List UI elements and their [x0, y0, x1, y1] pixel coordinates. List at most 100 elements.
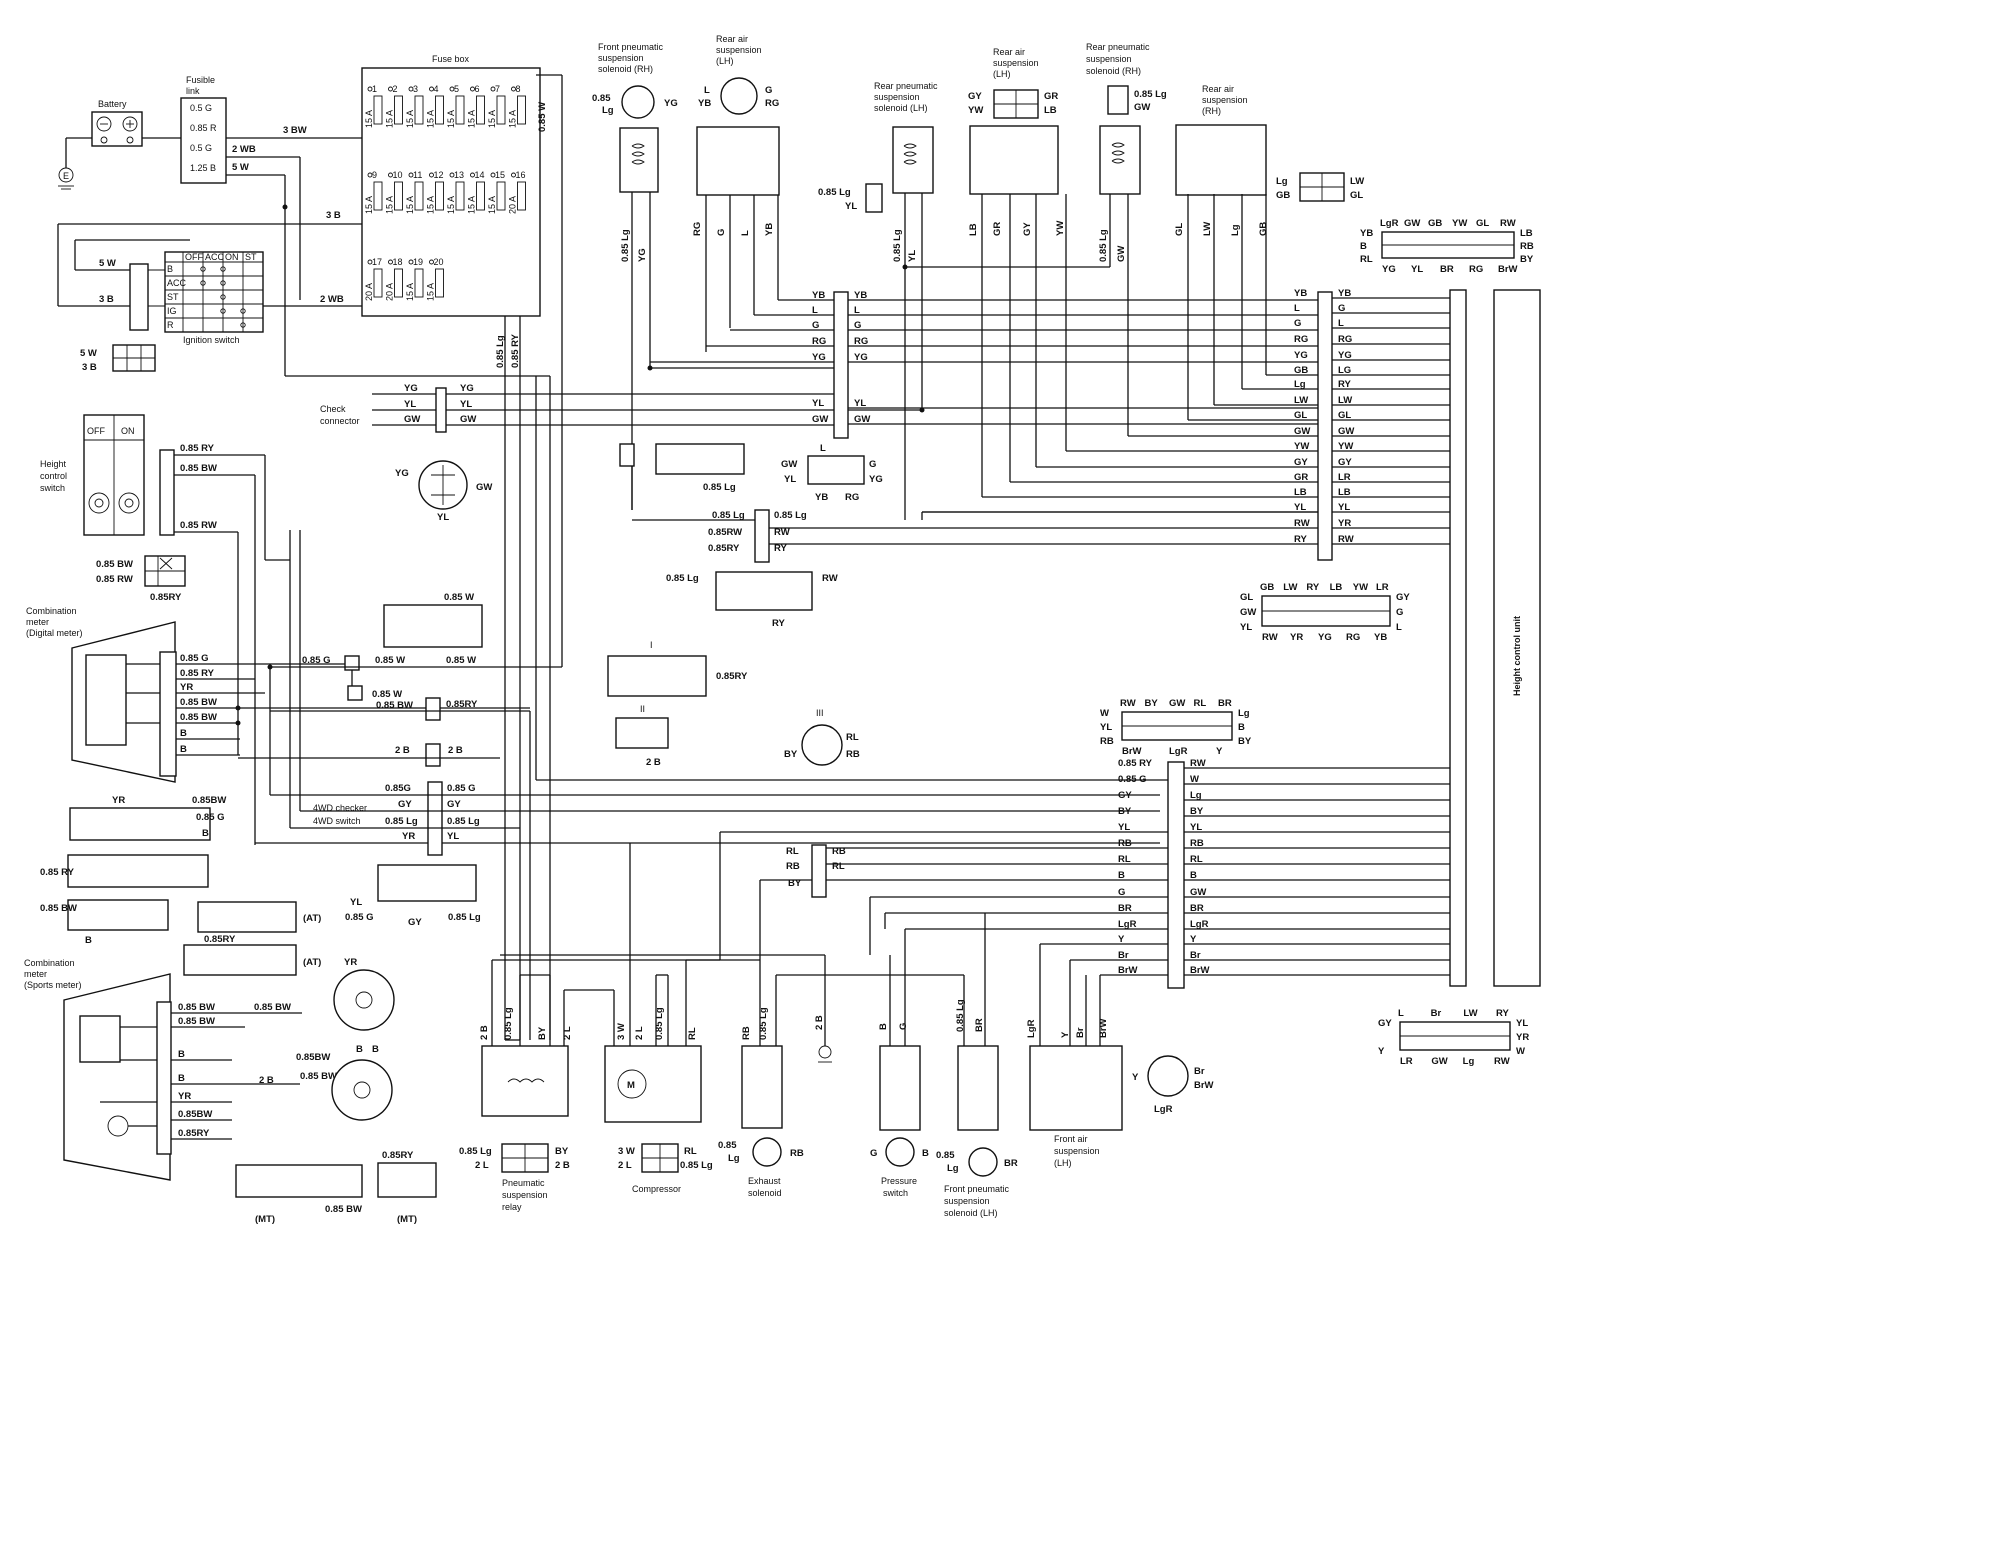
fuse-terminal [388, 172, 393, 178]
rear-air-suspension-lh-2: Rear air suspension (LH) GY YW GR LB [968, 47, 1059, 195]
pin-label: LR [1400, 1056, 1413, 1067]
svg-text:YR: YR [112, 795, 125, 806]
svg-text:II: II [640, 704, 645, 714]
svg-text:GW: GW [460, 414, 476, 425]
svg-text:0.85 W: 0.85 W [444, 592, 474, 603]
pin-label: RB [1520, 241, 1534, 252]
wire-label: RB [1190, 838, 1204, 849]
ignition-row-label: ST [167, 292, 179, 302]
plug-iii: III RL BY RB [784, 708, 860, 766]
pin-label: YG [1382, 264, 1396, 275]
fuse-rating: 15 A [385, 196, 395, 214]
fuse-icon [455, 181, 465, 211]
wire-label: 3 W [616, 1023, 627, 1040]
svg-text:0.85 Lg: 0.85 Lg [459, 1146, 492, 1157]
wire-label: 0.85 BW [178, 1016, 215, 1027]
svg-text:YR: YR [402, 831, 415, 842]
svg-text:solenoid (RH): solenoid (RH) [1086, 66, 1141, 76]
svg-text:3 W: 3 W [618, 1146, 635, 1157]
svg-text:solenoid (LH): solenoid (LH) [944, 1208, 998, 1218]
svg-text:0.85BW: 0.85BW [192, 795, 226, 806]
svg-text:0.85 W: 0.85 W [372, 689, 402, 700]
fuse-terminal [490, 172, 496, 178]
svg-text:(RH): (RH) [1202, 106, 1221, 116]
svg-text:0.85 Lg: 0.85 Lg [818, 187, 851, 198]
pin-label: LW [1283, 582, 1297, 593]
svg-text:Lg: Lg [728, 1153, 740, 1164]
pin-label: G [1396, 607, 1403, 618]
svg-text:0.85BW: 0.85BW [296, 1052, 330, 1063]
sports-connector-mt-2: 0.85RY (MT) [377, 1150, 437, 1225]
sports-round-connector-2: 0.85BW Check 0.85 BW B B [296, 1044, 393, 1121]
svg-text:5 W: 5 W [99, 258, 116, 269]
wire-label: RW [1338, 534, 1354, 545]
wire-label: GY [1294, 457, 1308, 468]
digital-meter-connector-d: (AT) [197, 901, 321, 933]
fuse-terminal [408, 86, 414, 92]
wire-label: LgR [1118, 919, 1137, 930]
wire-label: GL [1174, 223, 1185, 236]
svg-text:0.85 BW: 0.85 BW [96, 559, 133, 570]
svg-text:G: G [869, 459, 876, 470]
wire-label: YB [812, 290, 825, 301]
svg-text:BY: BY [555, 1146, 569, 1157]
svg-text:0.85 W: 0.85 W [375, 655, 405, 666]
svg-text:Height: Height [40, 459, 67, 469]
right-connector [1317, 291, 1333, 561]
fuse-number: 10 [393, 170, 403, 180]
svg-text:Lg: Lg [1276, 176, 1288, 187]
wire-label: GB [1258, 222, 1269, 236]
svg-text:Front air: Front air [1054, 1134, 1088, 1144]
ignition-contact [200, 266, 206, 272]
fuse-rating: 15 A [508, 110, 518, 128]
svg-text:RB: RB [786, 861, 800, 872]
svg-text:Rear pneumatic: Rear pneumatic [874, 81, 938, 91]
pin-label: GB [1260, 582, 1274, 593]
pin-label: YB [1374, 632, 1387, 643]
svg-text:0.85 G: 0.85 G [302, 655, 331, 666]
svg-text:0.5 G: 0.5 G [190, 143, 212, 153]
fuse-number: 19 [413, 257, 423, 267]
svg-text:0.85RY: 0.85RY [446, 699, 478, 710]
svg-text:0.85RY: 0.85RY [204, 934, 236, 945]
svg-text:4WD checker: 4WD checker [313, 803, 367, 813]
fuse-terminal [367, 259, 373, 265]
wire-label: YB [1338, 288, 1351, 299]
svg-text:0.85 W: 0.85 W [446, 655, 476, 666]
wire-label: YB [854, 290, 867, 301]
svg-text:GW: GW [404, 414, 420, 425]
wire-label: YB [1294, 288, 1307, 299]
svg-text:M: M [627, 1080, 635, 1091]
pin-label: Lg [1238, 708, 1250, 719]
pin-label: B [1360, 241, 1367, 252]
svg-text:YG: YG [395, 468, 409, 479]
ignition-row-label: B [167, 264, 173, 274]
wire-label: RL [1190, 854, 1203, 865]
wire-label: LW [1294, 395, 1308, 406]
svg-text:YL: YL [447, 831, 459, 842]
fuse-rating: 15 A [487, 110, 497, 128]
svg-text:(AT): (AT) [303, 957, 321, 968]
pressure-switch [879, 1045, 921, 1131]
svg-text:3 B: 3 B [99, 294, 114, 305]
wire-label: YW [1294, 441, 1309, 452]
pin-label: BY [1145, 698, 1159, 709]
fuse-icon [517, 181, 526, 211]
svg-text:Rear air: Rear air [716, 34, 748, 44]
pin-label: YB [1360, 228, 1373, 239]
wire-label: RG [812, 336, 826, 347]
junction-dot [235, 705, 241, 711]
fuse-number: 5 [454, 84, 459, 94]
ignition-contact [240, 308, 246, 314]
svg-text:Pneumatic: Pneumatic [502, 1178, 545, 1188]
svg-text:RG: RG [845, 492, 859, 503]
svg-text:Rear air: Rear air [1202, 84, 1234, 94]
svg-text:Compressor: Compressor [632, 1184, 681, 1194]
pin-label: GB [1428, 218, 1442, 229]
wire-label: L [812, 305, 818, 316]
svg-text:RL: RL [846, 732, 859, 743]
wire-label: Lg [1230, 224, 1241, 236]
svg-text:0.85 G: 0.85 G [196, 812, 225, 823]
